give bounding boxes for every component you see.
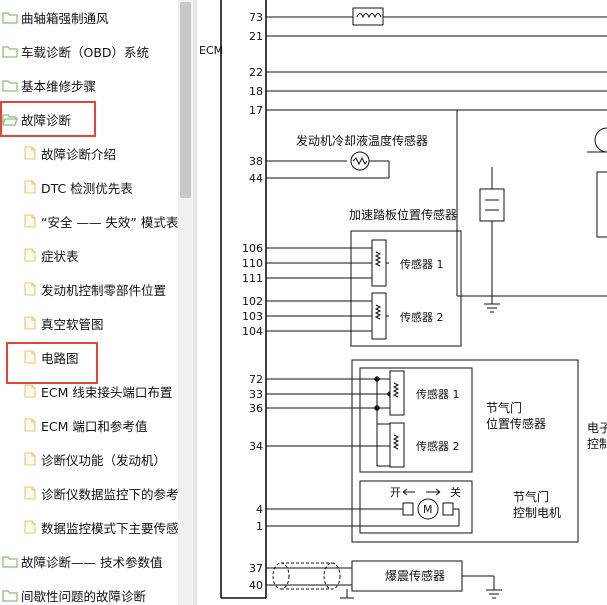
tree-document-item[interactable]: 故障诊断介绍 bbox=[0, 138, 178, 168]
pin-label: 104 bbox=[242, 325, 263, 338]
tree-item-label: 发动机控制零部件位置 bbox=[41, 282, 167, 298]
throttle-title-line2: 位置传感器 bbox=[486, 416, 546, 431]
tree-item-label: DTC 检测优先表 bbox=[41, 180, 133, 196]
tree-document-item[interactable]: 诊断仪功能（发动机） bbox=[0, 444, 178, 474]
pin-label: 21 bbox=[249, 30, 263, 43]
folder-icon bbox=[2, 78, 18, 92]
tree-document-item[interactable]: 数据监控模式下主要传感 bbox=[0, 512, 178, 542]
throttle-title-line1: 节气门 bbox=[486, 400, 522, 415]
pane-divider[interactable] bbox=[193, 0, 197, 605]
tree-item-label: “安全 —— 失效” 模式表 bbox=[41, 214, 178, 230]
document-icon bbox=[24, 486, 36, 500]
tree-item-label: 曲轴箱强制通风 bbox=[21, 10, 109, 26]
scrollbar-thumb[interactable] bbox=[180, 2, 191, 198]
pin-label: 37 bbox=[249, 562, 263, 575]
tree-item-label: 故障诊断—— 技术参数值 bbox=[21, 554, 163, 570]
motor-m-label: M bbox=[423, 503, 433, 516]
pin-label: 17 bbox=[249, 104, 263, 117]
folder-icon bbox=[2, 588, 18, 602]
tree-document-item[interactable]: DTC 检测优先表 bbox=[0, 172, 178, 202]
pin-label: 102 bbox=[242, 295, 263, 308]
coolant-sensor-title: 发动机冷却液温度传感器 bbox=[296, 133, 428, 148]
tree-folder-item[interactable]: 曲轴箱强制通风 bbox=[0, 2, 178, 32]
pin-label: 4 bbox=[256, 503, 263, 516]
tree-document-item[interactable]: 发动机控制零部件位置 bbox=[0, 274, 178, 304]
tree-item-label: 诊断仪功能（发动机） bbox=[41, 452, 167, 468]
tree-document-item[interactable]: 症状表 bbox=[0, 240, 178, 270]
folder-open-icon bbox=[2, 112, 18, 126]
document-icon bbox=[24, 248, 36, 262]
pin-label: 111 bbox=[242, 272, 263, 285]
document-icon bbox=[24, 520, 36, 534]
tree-item-label: 故障诊断介绍 bbox=[41, 146, 117, 162]
document-icon bbox=[24, 350, 36, 364]
tree-document-item[interactable]: 诊断仪数据监控下的参考 bbox=[0, 478, 178, 508]
motor-close-label: 关 bbox=[450, 485, 461, 499]
tree-item-label: 症状表 bbox=[41, 248, 79, 264]
tree-item-label: 故障诊断 bbox=[21, 112, 72, 128]
document-icon bbox=[24, 214, 36, 228]
motor-title-line2: 控制电机 bbox=[513, 506, 561, 520]
tree-folder-item[interactable]: 车载诊断（OBD）系统 bbox=[0, 36, 178, 66]
pin-label: 110 bbox=[242, 257, 263, 270]
pin-label: 36 bbox=[249, 402, 263, 415]
tree-document-item[interactable]: “安全 —— 失效” 模式表 bbox=[0, 206, 178, 236]
pin-label: 18 bbox=[249, 85, 263, 98]
knock-sensor-label: 爆震传感器 bbox=[385, 568, 445, 583]
sidebar-tree: 曲轴箱强制通风车载诊断（OBD）系统基本维修步骤故障诊断故障诊断介绍 DTC 检测… bbox=[0, 0, 178, 605]
tree-document-item[interactable]: ECM 线束接头端口布置 bbox=[0, 376, 178, 406]
tree-folder-item[interactable]: 间歇性问题的故障诊断 bbox=[0, 580, 178, 605]
folder-icon bbox=[2, 10, 18, 24]
pin-label: 72 bbox=[249, 373, 263, 386]
wiring-diagram-svg: ECM 73 21 22 18 17 发动机冷却液温度传感器 38 44 加速踏… bbox=[199, 0, 607, 599]
tree-document-item[interactable]: 电路图 bbox=[0, 342, 178, 372]
folder-icon bbox=[2, 554, 18, 568]
tree-folder-item[interactable]: 基本维修步骤 bbox=[0, 70, 178, 100]
tree-folder-item[interactable]: 故障诊断 bbox=[0, 104, 178, 134]
document-icon bbox=[24, 316, 36, 330]
pin-label: 73 bbox=[249, 11, 263, 24]
ecm-label: ECM bbox=[199, 44, 223, 57]
document-icon bbox=[24, 452, 36, 466]
tree-document-item[interactable]: 真空软管图 bbox=[0, 308, 178, 338]
tree-item-label: 诊断仪数据监控下的参考 bbox=[41, 486, 178, 502]
tree-item-label: 车载诊断（OBD）系统 bbox=[21, 44, 150, 60]
right-label-line1: 电子 bbox=[587, 421, 607, 435]
pin-label: 103 bbox=[242, 310, 263, 323]
motor-title-line1: 节气门 bbox=[513, 489, 549, 504]
tree-item-label: 基本维修步骤 bbox=[21, 78, 97, 94]
document-icon bbox=[24, 418, 36, 432]
tree-item-label: 间歇性问题的故障诊断 bbox=[21, 588, 147, 604]
document-icon bbox=[24, 282, 36, 296]
pin-label: 106 bbox=[242, 242, 263, 255]
tree-document-item[interactable]: ECM 端口和参考值 bbox=[0, 410, 178, 440]
pin-label: 1 bbox=[256, 520, 263, 533]
pin-label: 33 bbox=[249, 388, 263, 401]
accel-sensor1-label: 传感器 1 bbox=[400, 258, 444, 271]
pin-label: 34 bbox=[249, 440, 263, 453]
motor-open-label: 开 bbox=[390, 486, 401, 499]
right-label-line2: 控制 bbox=[587, 437, 607, 451]
pin-label: 44 bbox=[249, 172, 263, 185]
pin-label: 22 bbox=[249, 66, 263, 79]
tree-item-label: 数据监控模式下主要传感 bbox=[41, 520, 178, 536]
throttle-sensor2-label: 传感器 2 bbox=[416, 440, 460, 453]
document-icon bbox=[24, 146, 36, 160]
pin-label: 38 bbox=[249, 155, 263, 168]
accel-sensor-title: 加速踏板位置传感器 bbox=[349, 207, 457, 222]
tree-folder-item[interactable]: 故障诊断—— 技术参数值 bbox=[0, 546, 178, 576]
document-icon bbox=[24, 384, 36, 398]
tree-item-label: 电路图 bbox=[41, 350, 79, 366]
tree-item-label: 真空软管图 bbox=[41, 316, 104, 332]
tree-item-label: ECM 端口和参考值 bbox=[41, 418, 148, 434]
pin-label: 40 bbox=[249, 579, 263, 592]
accel-sensor2-label: 传感器 2 bbox=[400, 311, 444, 324]
document-icon bbox=[24, 180, 36, 194]
sidebar-scrollbar[interactable] bbox=[178, 0, 193, 605]
throttle-sensor1-label: 传感器 1 bbox=[416, 388, 460, 401]
folder-icon bbox=[2, 44, 18, 58]
tree-item-label: ECM 线束接头端口布置 bbox=[41, 384, 173, 400]
wiring-diagram: ECM 73 21 22 18 17 发动机冷却液温度传感器 38 44 加速踏… bbox=[197, 0, 607, 605]
